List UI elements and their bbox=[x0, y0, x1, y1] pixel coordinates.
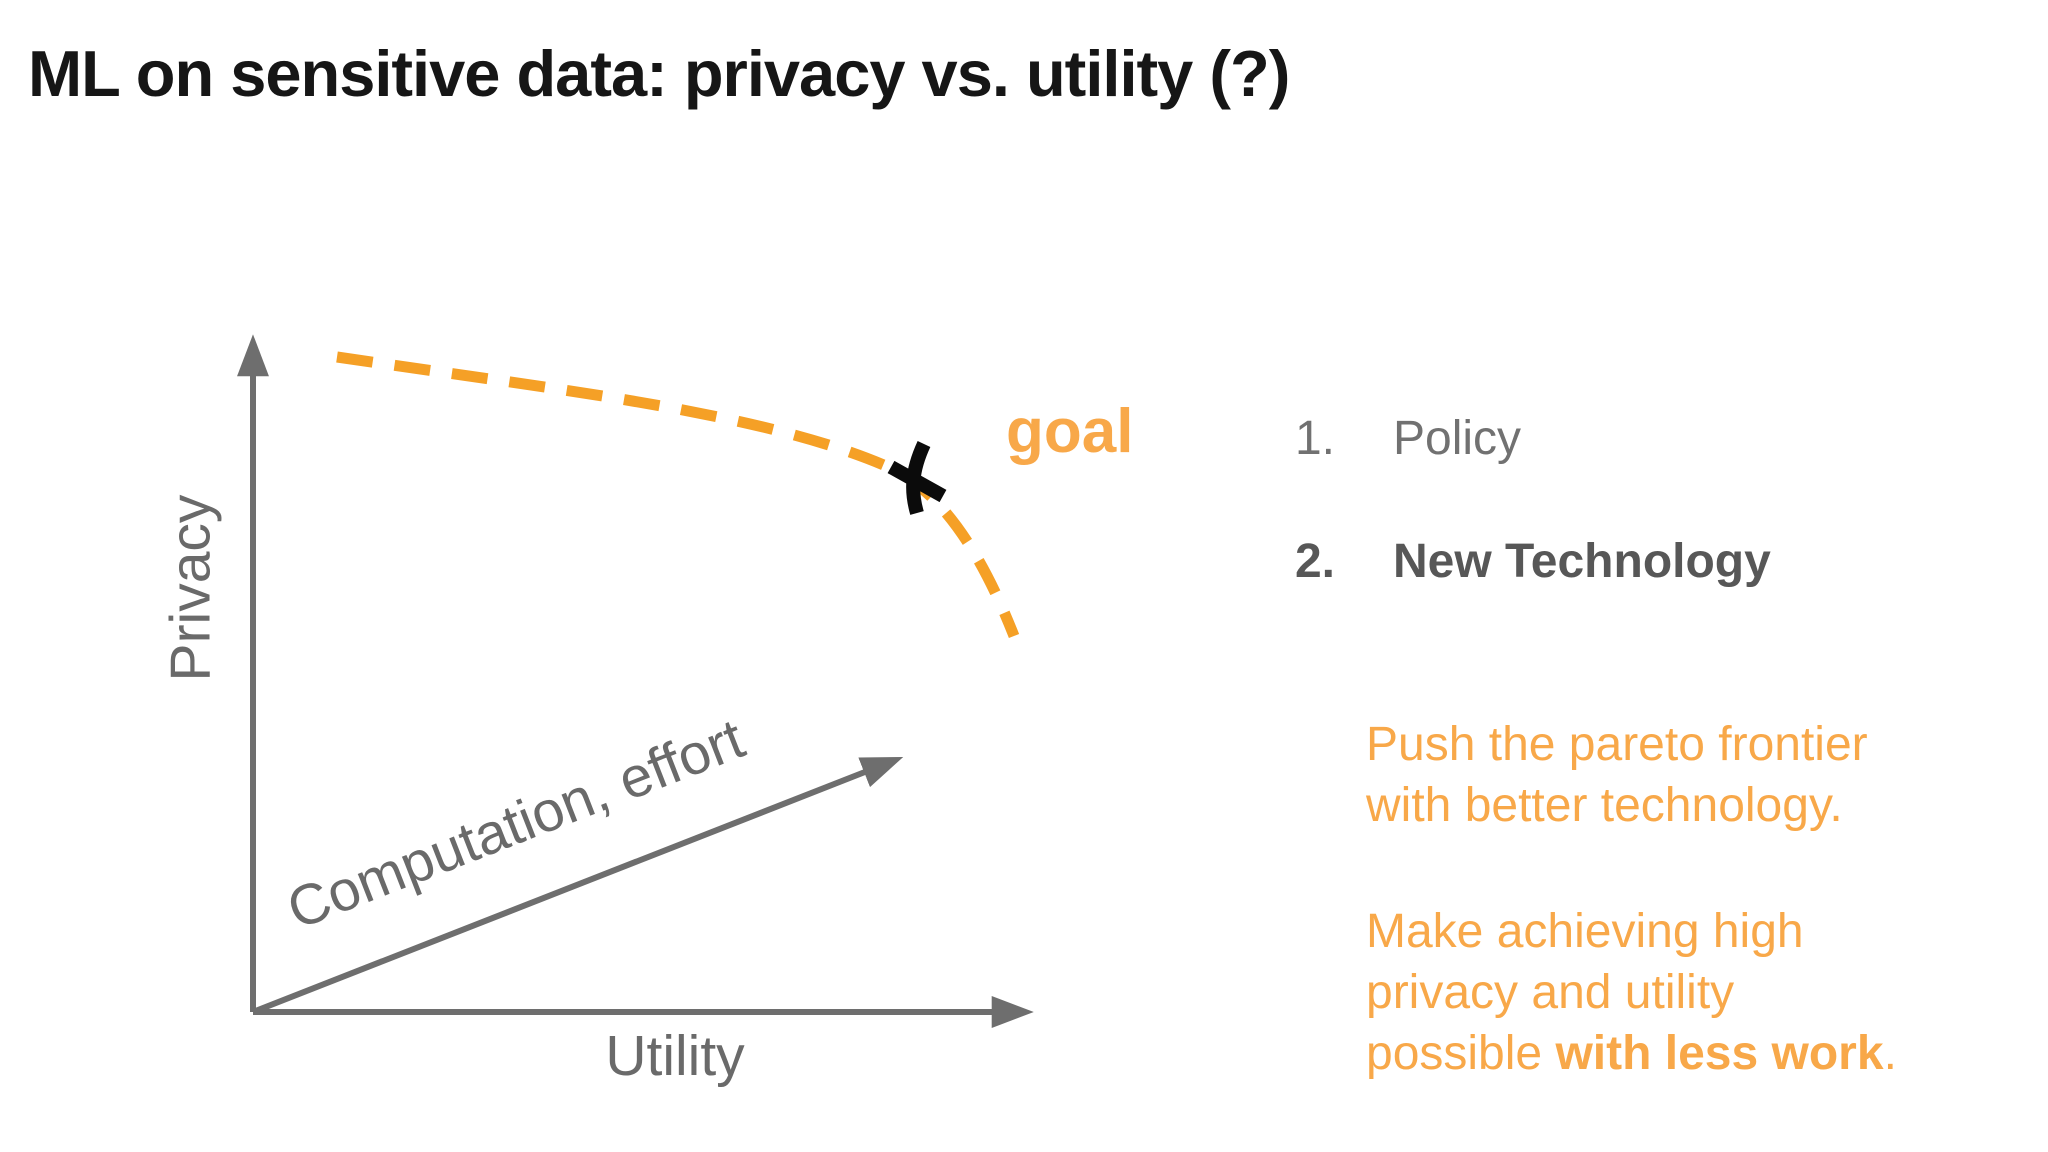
list-item-number: 2. bbox=[1294, 534, 1335, 588]
agenda-list: 1. Policy 2. New Technology bbox=[1291, 410, 1771, 655]
list-item-number: 1. bbox=[1294, 412, 1335, 465]
x-marker-icon bbox=[887, 441, 947, 515]
note-line-prefix: possible bbox=[1366, 1027, 1556, 1080]
goal-label: goal bbox=[1006, 397, 1134, 466]
note-line: Make achieving high bbox=[1366, 905, 1804, 958]
note-line: with better technology. bbox=[1366, 779, 1843, 832]
note-less-work: Make achieving high privacy and utility … bbox=[1366, 901, 1897, 1084]
computation-effort-axis bbox=[251, 756, 904, 1015]
y-axis-label: Privacy bbox=[158, 494, 223, 682]
note-line-suffix: . bbox=[1883, 1027, 1897, 1080]
note-line: Push the pareto frontier bbox=[1366, 718, 1868, 771]
list-item-label: Policy bbox=[1393, 412, 1522, 465]
slide-title: ML on sensitive data: privacy vs. utilit… bbox=[28, 37, 1290, 110]
note-line-bold: with less work bbox=[1555, 1027, 1884, 1080]
list-item-label: New Technology bbox=[1393, 534, 1771, 588]
note-line: privacy and utility bbox=[1366, 966, 1735, 1019]
list-item-policy: 1. Policy bbox=[1291, 410, 1771, 468]
list-item-new-technology: 2. New Technology bbox=[1291, 533, 1771, 591]
x-axis-label: Utility bbox=[605, 1024, 745, 1088]
note-pareto-frontier: Push the pareto frontier with better tec… bbox=[1366, 714, 1868, 836]
note-line: possible with less work. bbox=[1366, 1023, 1897, 1084]
